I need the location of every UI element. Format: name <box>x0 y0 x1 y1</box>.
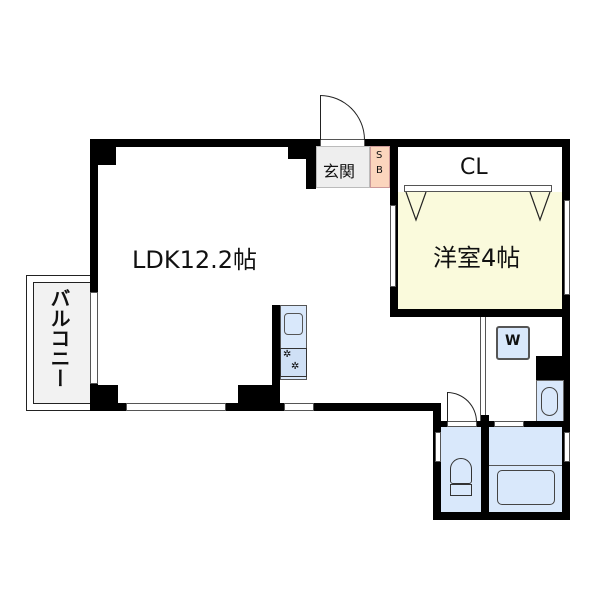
ldk-corner-tl <box>90 139 116 165</box>
closet-doors[interactable] <box>404 185 552 192</box>
burner-icon: ✲ <box>283 349 292 360</box>
balcony-label: バルコニー <box>47 288 71 388</box>
closet <box>398 147 562 185</box>
closet-label: CL <box>460 155 488 180</box>
wash-partition <box>480 317 486 425</box>
western-wall-bottom <box>390 309 570 317</box>
entrance-door-swing <box>320 95 365 140</box>
wet-wall-bottom <box>433 512 570 520</box>
kitchen-wall <box>272 305 280 411</box>
ldk-wall-top <box>90 139 310 147</box>
ldk-label: LDK12.2帖 <box>132 246 258 274</box>
wash-basin <box>541 387 558 416</box>
cl-wall-right <box>562 139 570 519</box>
closet-door-swing-lines <box>405 192 551 222</box>
wash-wall-block <box>536 356 566 380</box>
entrance-wall-left <box>306 145 316 189</box>
western-window-right[interactable] <box>564 200 570 295</box>
shoe-box-label-top: S <box>376 150 383 161</box>
ldk-window-bottom[interactable] <box>126 403 226 411</box>
kitchen-window-bottom[interactable] <box>284 403 314 411</box>
shoe-box <box>370 146 390 188</box>
cl-wall-top <box>390 139 570 147</box>
bathtub-basin <box>497 470 555 505</box>
stove: ✲✲ <box>280 348 307 377</box>
western-room <box>398 192 562 309</box>
entrance <box>316 146 370 188</box>
ldk-wall-left <box>90 139 98 411</box>
bath-door-frame[interactable] <box>494 421 524 427</box>
toilet-door-swing <box>447 392 477 422</box>
toilet-window[interactable] <box>435 432 441 462</box>
wet-wall-mid <box>481 415 489 520</box>
western-label: 洋室4帖 <box>433 244 521 272</box>
kitchen-sink <box>284 313 303 335</box>
entrance-label: 玄関 <box>323 162 356 181</box>
shoe-box-label-bottom: B <box>376 165 383 176</box>
western-window-left[interactable] <box>390 205 396 287</box>
balcony <box>33 282 92 404</box>
bath-window[interactable] <box>564 432 570 462</box>
washer-space[interactable] <box>496 326 530 360</box>
ldk-window-left[interactable] <box>90 292 98 384</box>
cl-wall-left <box>390 139 398 189</box>
toilet-bowl <box>450 458 472 484</box>
washer-label: W <box>505 333 521 349</box>
burner-icon: ✲ <box>291 361 300 372</box>
toilet-tank <box>450 484 472 496</box>
